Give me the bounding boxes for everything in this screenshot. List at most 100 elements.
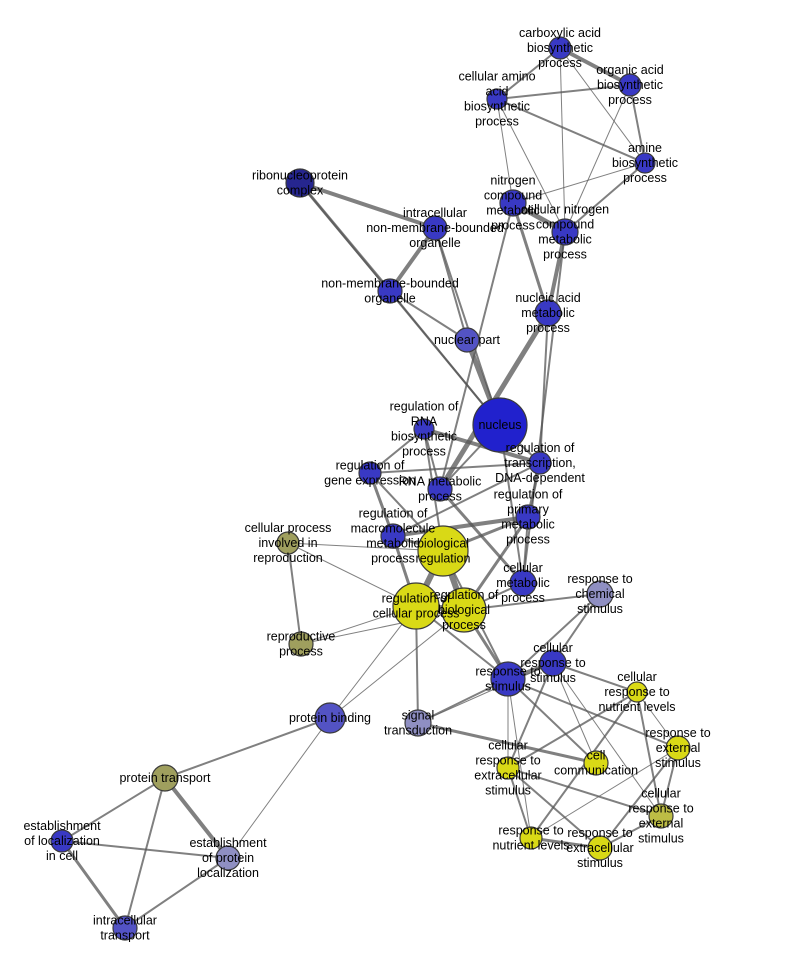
edge-carboxylic--amine — [559, 47, 646, 164]
edge-cellcomm--cellrespstim — [552, 662, 597, 764]
node-cellrespexternal[interactable] — [648, 803, 674, 829]
edge-proteintransport--estlocincell — [61, 777, 166, 842]
node-aminoacid[interactable] — [486, 88, 508, 110]
node-reggene[interactable] — [358, 461, 382, 485]
edge-chemstim--regbio — [463, 593, 601, 611]
edge-cellnitrogen--nucleicacid — [546, 230, 567, 315]
node-nucleus[interactable] — [472, 397, 528, 453]
node-bioreg[interactable] — [417, 525, 469, 577]
edge-proteintransport--estproteinloc — [163, 776, 230, 860]
edge-intraorg--nmborg — [388, 226, 437, 293]
edge-respstim--respexternal — [507, 678, 679, 749]
node-proteinbinding[interactable] — [314, 702, 346, 734]
edge-repro-cell--bioreg — [287, 542, 444, 552]
node-amine[interactable] — [634, 152, 656, 174]
node-carboxylic[interactable] — [548, 36, 572, 60]
node-respnutrient[interactable] — [519, 826, 543, 850]
node-cellrespnutrient[interactable] — [626, 681, 648, 703]
edge-estlocincell--estproteinloc — [61, 840, 229, 859]
edge-organic--aminoacid — [496, 84, 631, 100]
edge-respstim--respnutrient — [507, 678, 532, 839]
edge-aminoacid--cellnitrogen — [496, 98, 566, 233]
node-respextracell[interactable] — [587, 835, 613, 861]
edge-estlocincell--intratransport — [60, 839, 127, 930]
node-regtranscription[interactable] — [528, 451, 552, 475]
node-regprimary[interactable] — [515, 504, 541, 530]
edge-proteinbinding--proteintransport — [164, 717, 331, 779]
node-signaltrans[interactable] — [404, 709, 432, 737]
edge-regrna--regtranscription — [422, 427, 542, 465]
node-chemstim[interactable] — [586, 580, 614, 608]
node-regcell[interactable] — [392, 582, 440, 630]
edge-rnp--intraorg — [298, 181, 437, 230]
node-repro[interactable] — [288, 631, 314, 657]
edge-respexternal--respextracell — [599, 747, 679, 849]
node-organic[interactable] — [618, 73, 642, 97]
node-cellrespextracell[interactable] — [496, 756, 520, 780]
node-nmborg[interactable] — [377, 278, 403, 304]
edge-proteintransport--intratransport — [124, 777, 166, 929]
node-respexternal[interactable] — [665, 735, 691, 761]
node-nucleicacid[interactable] — [534, 299, 562, 327]
edge-organic--cellnitrogen — [564, 84, 631, 233]
edge-carboxylic--aminoacid — [496, 47, 561, 100]
edge-regprimary--regmacromol — [391, 515, 530, 538]
edge-proteinbinding--estproteinloc — [227, 717, 331, 859]
node-regmacromol[interactable] — [380, 523, 406, 549]
edge-aminoacid--nitrogen — [496, 98, 514, 204]
edge-cellrespstim--cellrespnutrient — [552, 662, 638, 693]
edge-cellrespnutrient--cellrespextracell — [507, 691, 638, 769]
edge-proteinbinding--regbio — [329, 609, 465, 719]
edge-amine--nitrogen — [512, 162, 646, 204]
edge-signaltrans--cellrespstim — [417, 662, 554, 724]
node-nitrogen[interactable] — [499, 189, 527, 217]
edge-repro-cell--regcell — [287, 542, 417, 607]
node-intraorg[interactable] — [422, 215, 448, 241]
edge-cellrespstim--chemstim — [552, 593, 601, 664]
edge-cellnitrogen--cellmetab — [522, 231, 566, 584]
edge-respexternal--respnutrient — [530, 747, 679, 839]
edge-respstim--chemstim — [507, 593, 601, 680]
edge-carboxylic--cellnitrogen — [559, 47, 566, 233]
node-respstim[interactable] — [490, 661, 526, 697]
node-regbio[interactable] — [441, 587, 487, 633]
nodes-layer — [50, 36, 691, 941]
edge-nitrogen--nucleicacid — [511, 201, 550, 315]
node-intratransport[interactable] — [112, 915, 138, 941]
edge-cellrespstim--cellrespexternal — [552, 662, 662, 817]
node-rnp[interactable] — [285, 168, 315, 198]
edge-cellcomm--signaltrans — [416, 721, 598, 765]
edge-nmborg--nuclearpart — [389, 290, 468, 341]
edge-repro--regbio — [300, 609, 465, 645]
node-cellcomm[interactable] — [583, 750, 609, 776]
edge-carboxylic--organic — [558, 46, 632, 87]
node-cellmetab[interactable] — [509, 569, 537, 597]
node-cellnitrogen[interactable] — [551, 218, 579, 246]
edge-respstim--cellcomm — [507, 678, 597, 764]
edge-regtranscription--reggene — [369, 462, 541, 474]
edge-amine--cellnitrogen — [564, 162, 646, 233]
edge-regrna--reggene — [369, 428, 425, 474]
node-nuclearpart[interactable] — [454, 327, 480, 353]
edge-cellrespextracell--respnutrient — [507, 767, 532, 839]
edge-cellrespnutrient--cellrespexternal — [636, 691, 662, 817]
edge-repro-cell--repro — [287, 542, 302, 645]
node-repro-cell[interactable] — [276, 531, 300, 555]
node-estproteinloc[interactable] — [215, 845, 241, 871]
node-proteintransport[interactable] — [151, 764, 179, 792]
edge-nmborg--nucleus — [389, 290, 501, 426]
edge-cellrespstim--cellrespextracell — [507, 662, 554, 769]
edge-cellrespextracell--respextracell — [507, 767, 601, 849]
edge-aminoacid--amine — [496, 98, 646, 164]
node-rnametab[interactable] — [427, 476, 453, 502]
edge-estproteinloc--intratransport — [124, 857, 229, 929]
node-regrna[interactable] — [413, 418, 435, 440]
edges-layer — [60, 46, 679, 930]
edge-organic--amine — [629, 84, 646, 164]
node-estlocincell[interactable] — [50, 829, 74, 853]
edge-nucleicacid--regtranscription — [539, 312, 549, 464]
node-cellrespstim[interactable] — [539, 649, 567, 677]
